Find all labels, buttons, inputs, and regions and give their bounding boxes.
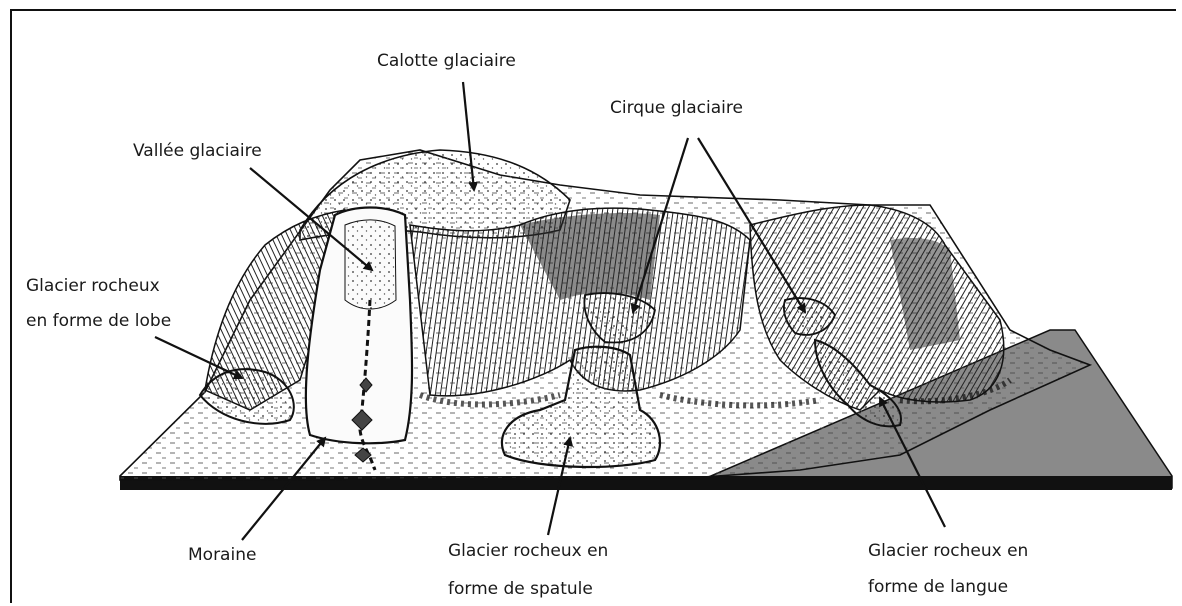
label-spatule-2: forme de spatule <box>448 579 593 599</box>
label-langue-2: forme de langue <box>868 577 1008 597</box>
valley-interior-stipple <box>345 220 396 309</box>
label-lobe-1: Glacier rocheux <box>26 276 160 296</box>
label-langue-1: Glacier rocheux en <box>868 541 1028 561</box>
label-lobe-2: en forme de lobe <box>26 311 171 331</box>
label-vallee: Vallée glaciaire <box>133 141 262 161</box>
label-cirque: Cirque glaciaire <box>610 98 743 118</box>
label-moraine: Moraine <box>188 545 256 565</box>
label-spatule-1: Glacier rocheux en <box>448 541 608 561</box>
label-calotte: Calotte glaciaire <box>377 51 516 71</box>
